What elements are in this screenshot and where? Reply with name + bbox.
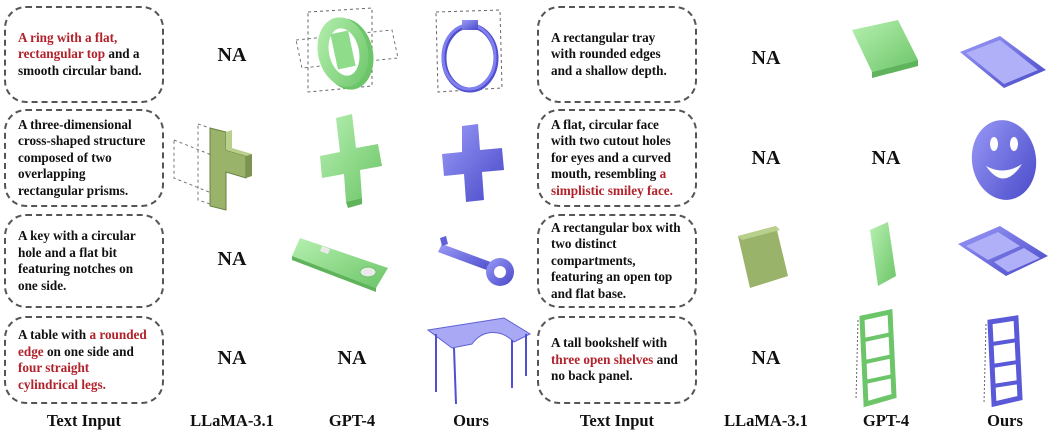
na-llama-table: NA — [217, 347, 247, 369]
ours-table-render — [426, 317, 532, 405]
gpt4-key-render — [292, 238, 388, 292]
prompt-key: A key with a circular hole and a flat bi… — [4, 214, 164, 308]
llama-box-render — [738, 226, 788, 288]
gpt4-shelf-render — [855, 308, 897, 408]
ours-smiley-render — [971, 120, 1037, 200]
gpt4-box-render — [870, 222, 896, 286]
prompt-shelf-b: and no back panel. — [551, 351, 678, 384]
header-gpt4-left: GPT-4 — [328, 411, 376, 430]
prompt-table-a: A table with — [18, 327, 90, 342]
prompt-shelf-a: A tall bookshelf with — [551, 335, 668, 351]
prompt-cross-text: A three-dimensional cross-shaped structu… — [18, 116, 146, 198]
header-llama-left: LLaMA-3.1 — [190, 411, 274, 430]
ours-shelf-render — [983, 315, 1023, 408]
prompt-table-b: on one side and — [43, 343, 134, 359]
prompt-table-hl2: four straight cylindrical legs. — [18, 360, 106, 392]
prompt-box: A rectangular box with two distinct comp… — [537, 214, 697, 308]
prompt-cross: A three-dimensional cross-shaped structu… — [4, 109, 164, 207]
prompt-smiley-hl: a simplistic smiley face. — [551, 166, 673, 198]
prompt-tray: A rectangular tray with rounded edges an… — [537, 6, 697, 103]
llama-cross-render — [173, 123, 252, 211]
header-text-input-left: Text Input — [46, 411, 122, 430]
prompt-ring: A ring with a flat, rectangular top and … — [4, 6, 164, 103]
header-ours-right: Ours — [987, 411, 1023, 430]
gpt4-cross-render — [320, 114, 382, 208]
na-gpt4-smiley: NA — [871, 147, 901, 169]
ours-ring-render — [435, 9, 503, 93]
prompt-table-hl1: a rounded edge — [18, 327, 147, 359]
ours-box-render — [958, 226, 1048, 276]
prompt-shelf: A tall bookshelf with three open shelves… — [537, 316, 697, 404]
header-gpt4-right: GPT-4 — [862, 411, 910, 430]
prompt-box-text: A rectangular box with two distinct comp… — [551, 219, 681, 301]
na-llama-tray: NA — [751, 47, 781, 69]
prompt-table: A table with a rounded edge on one side … — [4, 316, 164, 404]
prompt-ring-rest: and a smooth circular band. — [18, 46, 142, 78]
prompt-shelf-hl: three open shelves — [551, 351, 654, 367]
na-llama-shelf: NA — [751, 347, 781, 369]
na-gpt4-table: NA — [337, 347, 367, 369]
prompt-smiley: A flat, circular face with two cutout ho… — [537, 109, 697, 207]
gpt4-tray-render — [852, 20, 918, 78]
gpt4-ring-render — [295, 7, 399, 93]
ours-tray-render — [960, 36, 1046, 88]
prompt-key-text: A key with a circular hole and a flat bi… — [18, 228, 136, 293]
header-text-input-right: Text Input — [579, 411, 655, 430]
prompt-ring-highlight: A ring with a flat, rectangular top — [18, 29, 118, 62]
na-llama-smiley: NA — [751, 147, 781, 169]
na-llama-key: NA — [217, 248, 247, 270]
prompt-smiley-a: A flat, circular face with two cutout ho… — [551, 116, 671, 182]
na-llama-ring: NA — [217, 44, 247, 66]
header-llama-right: LLaMA-3.1 — [724, 411, 808, 430]
prompt-tray-text: A rectangular tray with rounded edges an… — [551, 29, 667, 78]
ours-key-render — [438, 236, 514, 286]
ours-cross-render — [442, 124, 504, 202]
header-ours-left: Ours — [453, 411, 489, 430]
